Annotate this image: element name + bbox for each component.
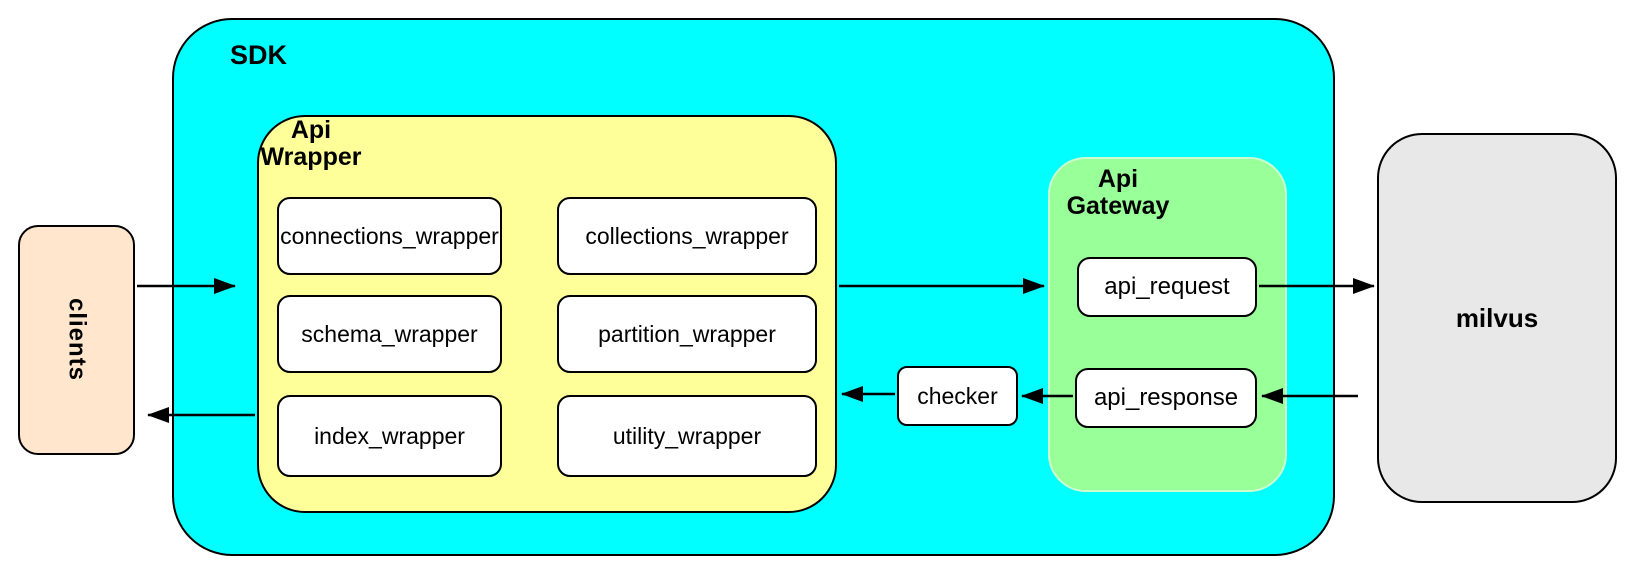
partition-wrapper-box: partition_wrapper: [557, 295, 817, 373]
api-gateway-label-line1: Api: [1097, 165, 1139, 193]
milvus-node: milvus: [1377, 133, 1617, 503]
connections-wrapper-box: connections_wrapper: [277, 197, 502, 275]
api-gateway-label-line2: Gateway: [1066, 192, 1170, 220]
api-gateway-container: [1048, 157, 1287, 492]
clients-node: clients: [18, 225, 135, 455]
utility-wrapper-box: utility_wrapper: [557, 395, 817, 477]
api-request-box: api_request: [1077, 257, 1257, 317]
clients-label: clients: [63, 298, 91, 382]
collections-wrapper-box: collections_wrapper: [557, 197, 817, 275]
api-wrapper-label-line2: Wrapper: [260, 143, 362, 171]
milvus-label: milvus: [1455, 302, 1539, 333]
index-wrapper-box: index_wrapper: [277, 395, 502, 477]
api-response-box: api_response: [1075, 368, 1257, 428]
schema-wrapper-box: schema_wrapper: [277, 295, 502, 373]
api-wrapper-label-line1: Api: [290, 116, 332, 144]
sdk-label: SDK: [230, 40, 288, 70]
checker-box: checker: [897, 366, 1018, 426]
